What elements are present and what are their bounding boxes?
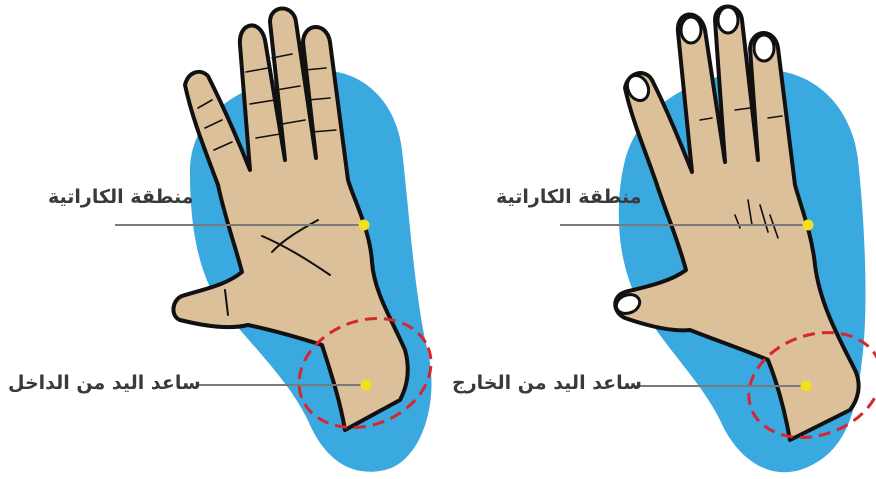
right-forearm-label: ساعد اليد من الخارج: [452, 374, 642, 393]
right-nail-little: [754, 35, 774, 61]
right-forearm-marker: [801, 381, 812, 392]
right-nail-ring: [718, 7, 738, 33]
left-figure: [115, 9, 448, 472]
right-karate-zone-label: منطقة الكاراتية: [496, 188, 642, 207]
right-nail-middle: [681, 17, 701, 43]
left-forearm-marker: [361, 380, 372, 391]
right-figure: [560, 7, 876, 473]
left-karate-marker: [359, 220, 370, 231]
left-forearm-label: ساعد اليد من الداخل: [8, 374, 201, 393]
left-karate-zone-label: منطقة الكاراتية: [48, 188, 194, 207]
right-karate-marker: [803, 220, 814, 231]
